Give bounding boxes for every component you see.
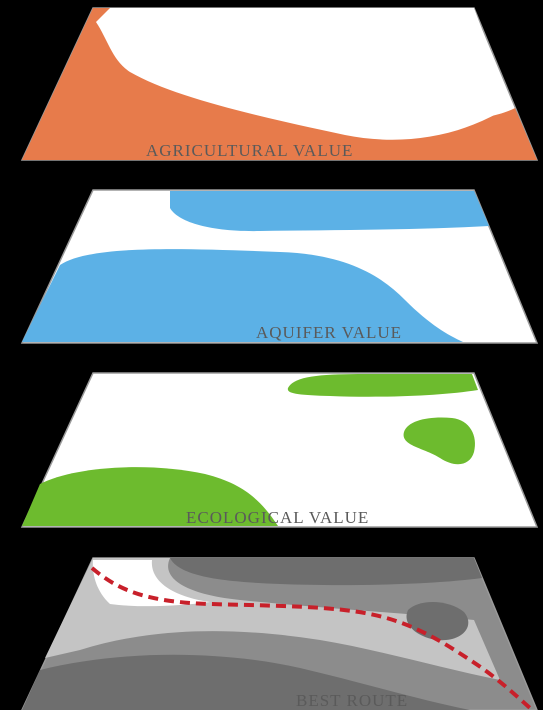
aquifer-upper-area bbox=[170, 191, 489, 232]
best-route-white-area bbox=[92, 560, 210, 607]
ecological-label: ECOLOGICAL VALUE bbox=[186, 508, 369, 527]
agricultural-white-region bbox=[96, 8, 510, 140]
aquifer-layer: AQUIFER VALUE bbox=[20, 189, 539, 344]
best-route-label: BEST ROUTE bbox=[296, 691, 408, 710]
ecological-layer: ECOLOGICAL VALUE bbox=[20, 372, 539, 528]
best-route-dark-area bbox=[170, 558, 482, 586]
ecological-top-area bbox=[287, 374, 478, 397]
best-route-path bbox=[90, 566, 532, 710]
agricultural-layer: AGRICULTURAL VALUE bbox=[20, 7, 539, 161]
best-route-bottom-area bbox=[22, 654, 470, 710]
best-route-layer: BEST ROUTE bbox=[21, 557, 538, 710]
ecological-lower-area bbox=[22, 467, 278, 526]
ecological-island-area bbox=[403, 417, 476, 465]
agricultural-label: AGRICULTURAL VALUE bbox=[146, 141, 353, 160]
aquifer-label: AQUIFER VALUE bbox=[256, 323, 402, 342]
aquifer-lower-area bbox=[22, 249, 463, 342]
